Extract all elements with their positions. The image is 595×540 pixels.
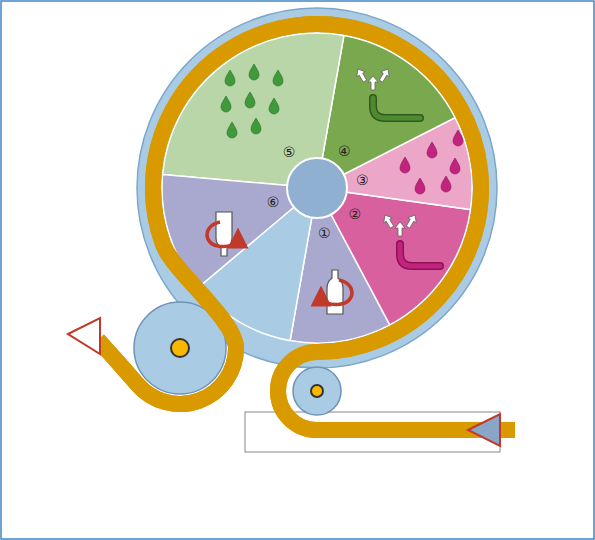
callout-number: ① [318, 226, 331, 240]
output-arrow [68, 318, 100, 354]
callout-number: ⑥ [267, 195, 280, 209]
bottle-invert-icon [207, 212, 238, 256]
input-arrow [468, 414, 500, 446]
conveyor-band [98, 24, 515, 430]
magenta-drops [400, 130, 463, 194]
roller-axle [311, 385, 323, 397]
green-drops [221, 64, 283, 138]
callout-number: ② [348, 207, 361, 221]
callout-number: ③ [356, 173, 369, 187]
hub [287, 158, 347, 218]
entry-roller [293, 367, 341, 415]
callout-number: ④ [338, 144, 351, 158]
bottle-turn-icon [321, 270, 352, 314]
green-nozzle [354, 67, 420, 118]
roller-axle [171, 339, 189, 357]
magenta-nozzle [381, 213, 440, 266]
callout-number: ⑤ [283, 145, 296, 159]
